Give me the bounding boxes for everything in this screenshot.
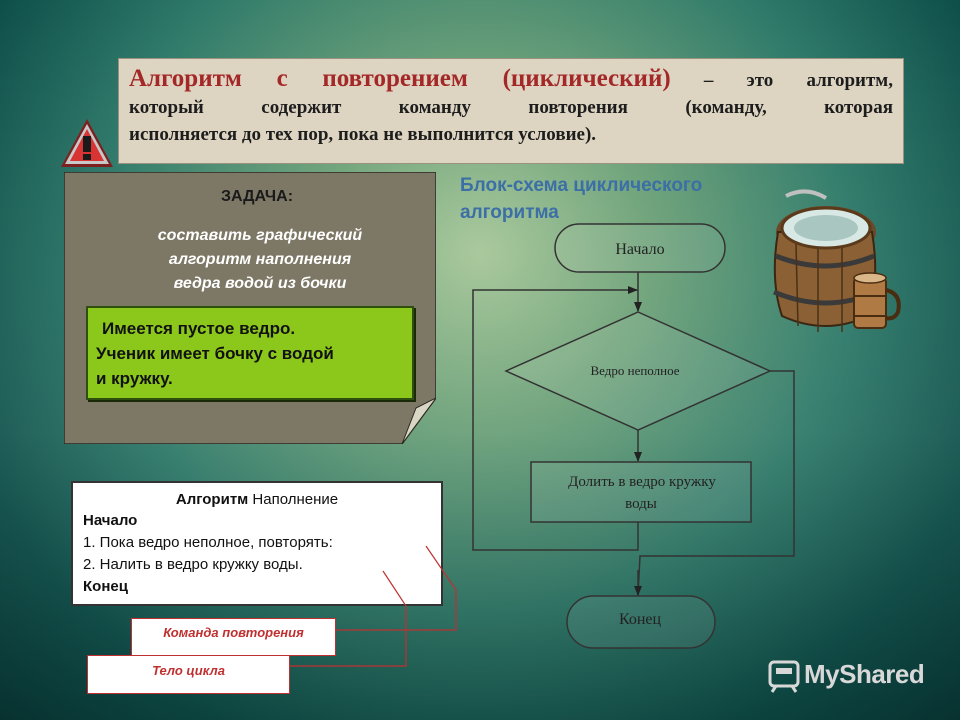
flow-condition-label: Ведро неполное: [590, 363, 679, 378]
given-line: Имеется пустое ведро.: [102, 319, 296, 338]
algorithm-start: Начало: [83, 512, 138, 529]
flow-end-block: [566, 595, 716, 649]
watermark-text: MyShared: [804, 659, 925, 689]
algorithm-keyword: Алгоритм: [175, 491, 249, 508]
flow-action-label: воды: [625, 496, 657, 512]
flow-action-block: [530, 461, 752, 523]
loop-body-label: Тело цикла: [87, 655, 290, 694]
algorithm-step-1: 1. Пока ведро неполное, повторять:: [83, 534, 333, 551]
algorithm-name: Наполнение: [248, 491, 339, 508]
flow-start-block: [554, 223, 726, 273]
definition-line-3: исполняется до тех пор, пока не выполнит…: [129, 124, 597, 145]
definition-box: Алгоритм с повторением (циклический) – э…: [118, 58, 904, 164]
definition-term: Алгоритм с повторением (циклический): [129, 65, 671, 92]
algorithm-end: Конец: [83, 578, 128, 595]
flowchart-title-line: Блок-схема циклического: [460, 175, 703, 196]
exclamation-triangle-icon: [61, 119, 113, 167]
definition-line-1: – это алгоритм,: [670, 70, 893, 91]
definition-line-2: который содержит команду повторения (ком…: [129, 97, 893, 118]
task-text-line: составить графический: [157, 227, 363, 244]
given-line: Ученик имеет бочку с водой: [96, 344, 334, 363]
flow-end-label: Конец: [619, 611, 662, 628]
algorithm-box: Алгоритм Наполнение Начало 1. Пока ведро…: [71, 481, 443, 606]
flow-start-label: Начало: [615, 241, 664, 258]
given-line: и кружку.: [96, 369, 173, 388]
flowchart-title-line: алгоритма: [460, 202, 559, 223]
task-text-line: ведра водой из бочки: [173, 275, 347, 292]
task-text-line: алгоритм наполнения: [168, 251, 352, 268]
task-title: ЗАДАЧА:: [220, 188, 294, 205]
repeat-command-label: Команда повторения: [131, 618, 336, 656]
flow-action-label: Долить в ведро кружку: [568, 474, 716, 490]
algorithm-step-2: 2. Налить в ведро кружку воды.: [83, 556, 303, 573]
flowchart-title: Блок-схема циклического алгоритма: [460, 172, 780, 226]
task-text: составить графический алгоритм наполнени…: [100, 224, 420, 296]
given-conditions-box: Имеется пустое ведро. Ученик имеет бочку…: [86, 306, 414, 400]
myshared-logo-icon: [768, 660, 800, 693]
